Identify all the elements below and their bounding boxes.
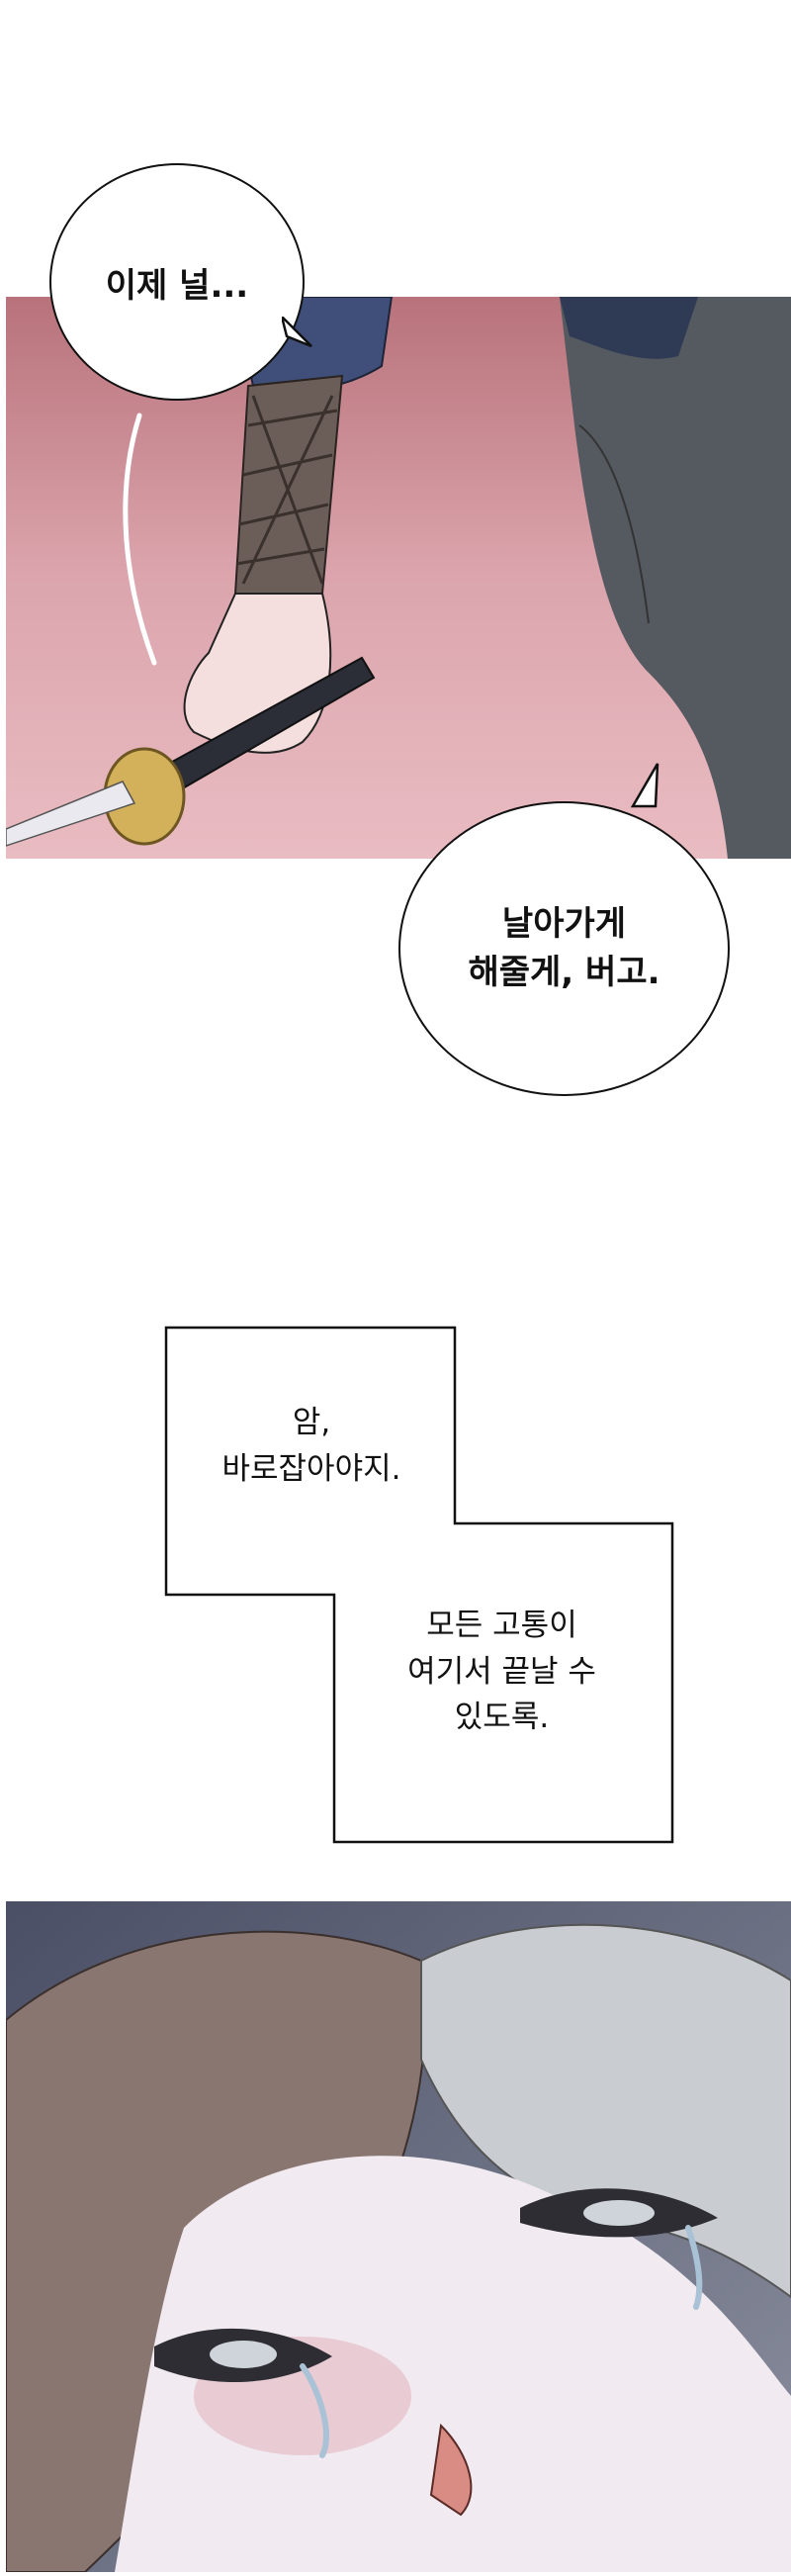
panel-art-faces	[6, 1901, 791, 2572]
caption-1-line-2: 바로잡아야지.	[221, 1450, 401, 1487]
caption-2-line-1: 모든 고통이	[426, 1608, 577, 1643]
speech-bubble-2-line-2: 해줄게, 버고.	[468, 953, 660, 992]
speech-bubble-1: 이제 널...	[49, 163, 305, 401]
caption-2-line-3: 있도록.	[454, 1700, 550, 1735]
caption-2-line-2: 여기서 끝날 수	[407, 1653, 596, 1690]
speech-bubble-1-tail	[282, 317, 312, 348]
comic-panel-sword	[6, 297, 791, 859]
speech-bubble-2: 날아가게 해줄게, 버고.	[398, 801, 730, 1096]
speech-bubble-1-line-1: 이제 널...	[105, 265, 249, 306]
caption-1: 암, 바로잡아야지.	[168, 1400, 455, 1492]
panel-art-sword	[6, 297, 791, 859]
comic-panel-faces	[6, 1901, 791, 2572]
caption-1-line-1: 암,	[292, 1405, 331, 1440]
caption-2: 모든 고통이 여기서 끝날 수 있도록.	[336, 1603, 667, 1741]
speech-bubble-2-line-1: 날아가게	[501, 903, 627, 944]
speech-bubble-2-tail	[630, 763, 659, 808]
